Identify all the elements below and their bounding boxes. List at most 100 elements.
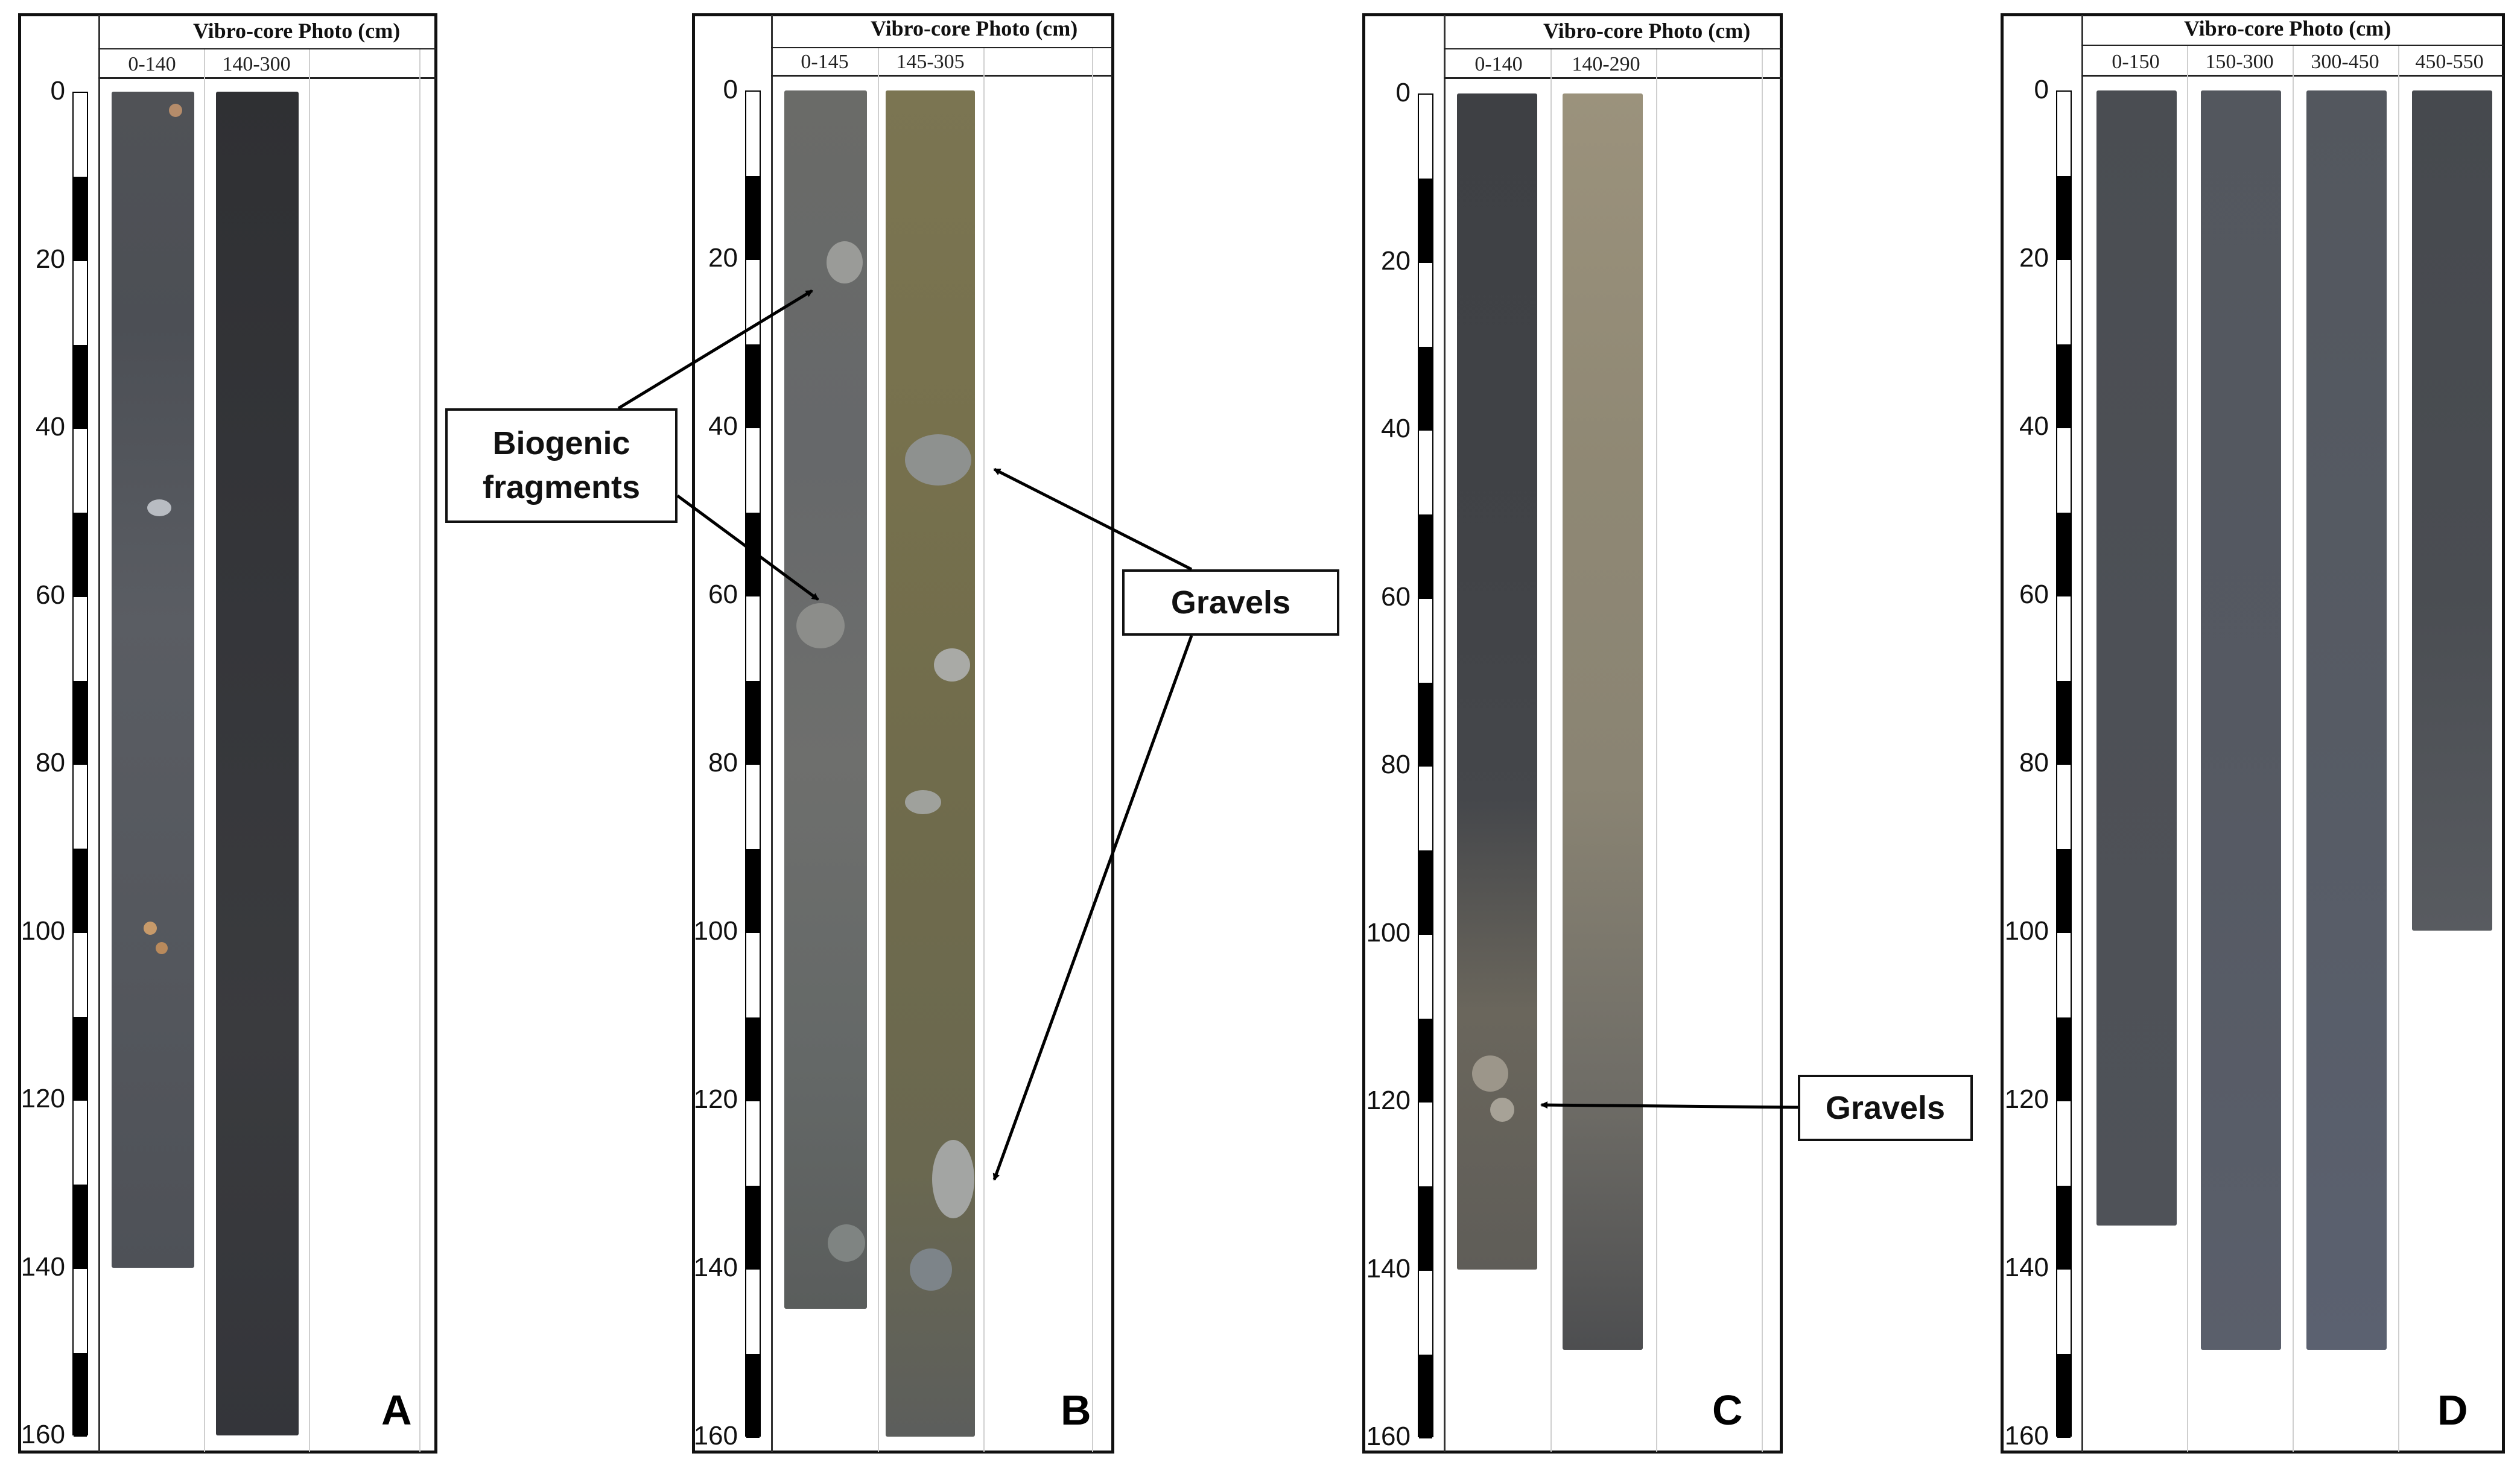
depth-ruler: [1418, 93, 1433, 1438]
core-photo: [1563, 93, 1643, 1350]
divider: [2398, 46, 2399, 1452]
divider: [2081, 15, 2083, 1452]
ruler-segment: [74, 177, 87, 261]
ruler-segment: [1419, 1018, 1432, 1103]
arrow: [993, 467, 1193, 571]
callout-gravels-b: Gravels: [1122, 569, 1339, 636]
divider: [771, 47, 1112, 48]
pebble: [934, 648, 970, 682]
depth-tick-label: 40: [708, 411, 738, 441]
ruler-segment: [1419, 346, 1432, 431]
divider: [2081, 45, 2504, 46]
ruler-segment: [74, 1185, 87, 1269]
ruler-segment: [746, 344, 760, 428]
pebble: [932, 1140, 974, 1218]
depth-tick-label: 120: [693, 1084, 738, 1114]
depth-tick-label: 100: [1366, 917, 1411, 948]
ruler-segment: [1419, 179, 1432, 263]
ruler-segment: [2057, 849, 2071, 933]
ruler-segment: [74, 1016, 87, 1101]
divider: [771, 75, 1112, 77]
ruler-segment: [2057, 680, 2071, 765]
ruler-segment: [2057, 512, 2071, 596]
pebble: [905, 790, 941, 814]
core-photo: [216, 92, 299, 1435]
ruler-segment: [746, 1017, 760, 1101]
panel-b-header-title: Vibro-core Photo (cm): [871, 16, 1078, 40]
depth-tick-label: 20: [2019, 243, 2049, 273]
depth-tick-label: 80: [36, 748, 65, 777]
depth-tick-label: 140: [693, 1253, 738, 1282]
arrow: [992, 635, 1193, 1181]
divider: [1656, 49, 1657, 1452]
depth-tick-label: 100: [21, 916, 65, 946]
divider: [771, 15, 773, 1452]
core-range-label: 145-305: [896, 51, 965, 73]
depth-tick-label: 20: [1381, 245, 1411, 276]
divider: [1092, 48, 1093, 1452]
ruler-segment: [2057, 344, 2071, 428]
depth-tick-label: 160: [21, 1420, 65, 1449]
ruler-segment: [746, 512, 760, 596]
core-range-label: 0-145: [801, 51, 849, 73]
depth-tick-label: 60: [2019, 580, 2049, 609]
ruler-segment: [2057, 1017, 2071, 1101]
depth-tick-label: 0: [50, 76, 65, 106]
panel-letter: D: [2437, 1387, 2468, 1434]
core-range-label: 300-450: [2311, 51, 2379, 73]
ruler-segment: [74, 1352, 87, 1437]
depth-ruler: [745, 90, 761, 1438]
pebble: [144, 922, 157, 935]
divider: [309, 49, 310, 1452]
ruler-segment: [74, 849, 87, 933]
pebble: [796, 603, 845, 648]
pebble: [828, 1224, 865, 1262]
divider: [98, 48, 436, 49]
depth-tick-label: 120: [21, 1084, 65, 1113]
core-photo: [2201, 90, 2281, 1350]
ruler-segment: [746, 680, 760, 765]
core-range-label: 150-300: [2205, 51, 2274, 73]
depth-tick-label: 0: [1395, 78, 1411, 107]
depth-tick-label: 100: [693, 916, 738, 946]
depth-tick-label: 160: [2004, 1421, 2049, 1451]
depth-tick-label: 80: [2019, 748, 2049, 777]
ruler-segment: [1419, 850, 1432, 935]
ruler-segment: [74, 680, 87, 765]
ruler-segment: [1419, 1354, 1432, 1438]
divider: [1444, 15, 1446, 1452]
depth-tick-label: 140: [1366, 1253, 1411, 1283]
depth-ruler: [72, 92, 88, 1437]
divider: [2187, 46, 2188, 1452]
depth-tick-label: 60: [708, 580, 738, 609]
divider: [878, 48, 879, 1452]
core-range-label: 0-140: [128, 53, 176, 75]
divider: [98, 15, 100, 1452]
divider: [2293, 46, 2294, 1452]
pebble: [1472, 1055, 1508, 1092]
pebble: [905, 434, 971, 486]
callout-biogenic-fragments: Biogenic fragments: [445, 408, 678, 523]
ruler-segment: [2057, 176, 2071, 260]
core-range-label: 140-300: [222, 53, 291, 75]
ruler-segment: [746, 1185, 760, 1270]
depth-tick-label: 40: [2019, 411, 2049, 441]
core-photo: [2412, 90, 2492, 931]
callout-gravels-c: Gravels: [1798, 1075, 1973, 1141]
divider: [419, 49, 421, 1452]
ruler-segment: [74, 344, 87, 429]
panel-letter: C: [1712, 1387, 1743, 1434]
divider: [1444, 48, 1782, 49]
depth-tick-label: 100: [2004, 916, 2049, 946]
depth-tick-label: 60: [1381, 581, 1411, 612]
pebble: [156, 942, 168, 954]
core-range-label: 0-150: [2112, 51, 2160, 73]
ruler-segment: [746, 1353, 760, 1438]
panel-letter: A: [381, 1387, 412, 1434]
ruler-segment: [1419, 682, 1432, 767]
pebble: [827, 241, 863, 283]
pebble: [910, 1248, 952, 1291]
ruler-segment: [746, 176, 760, 260]
